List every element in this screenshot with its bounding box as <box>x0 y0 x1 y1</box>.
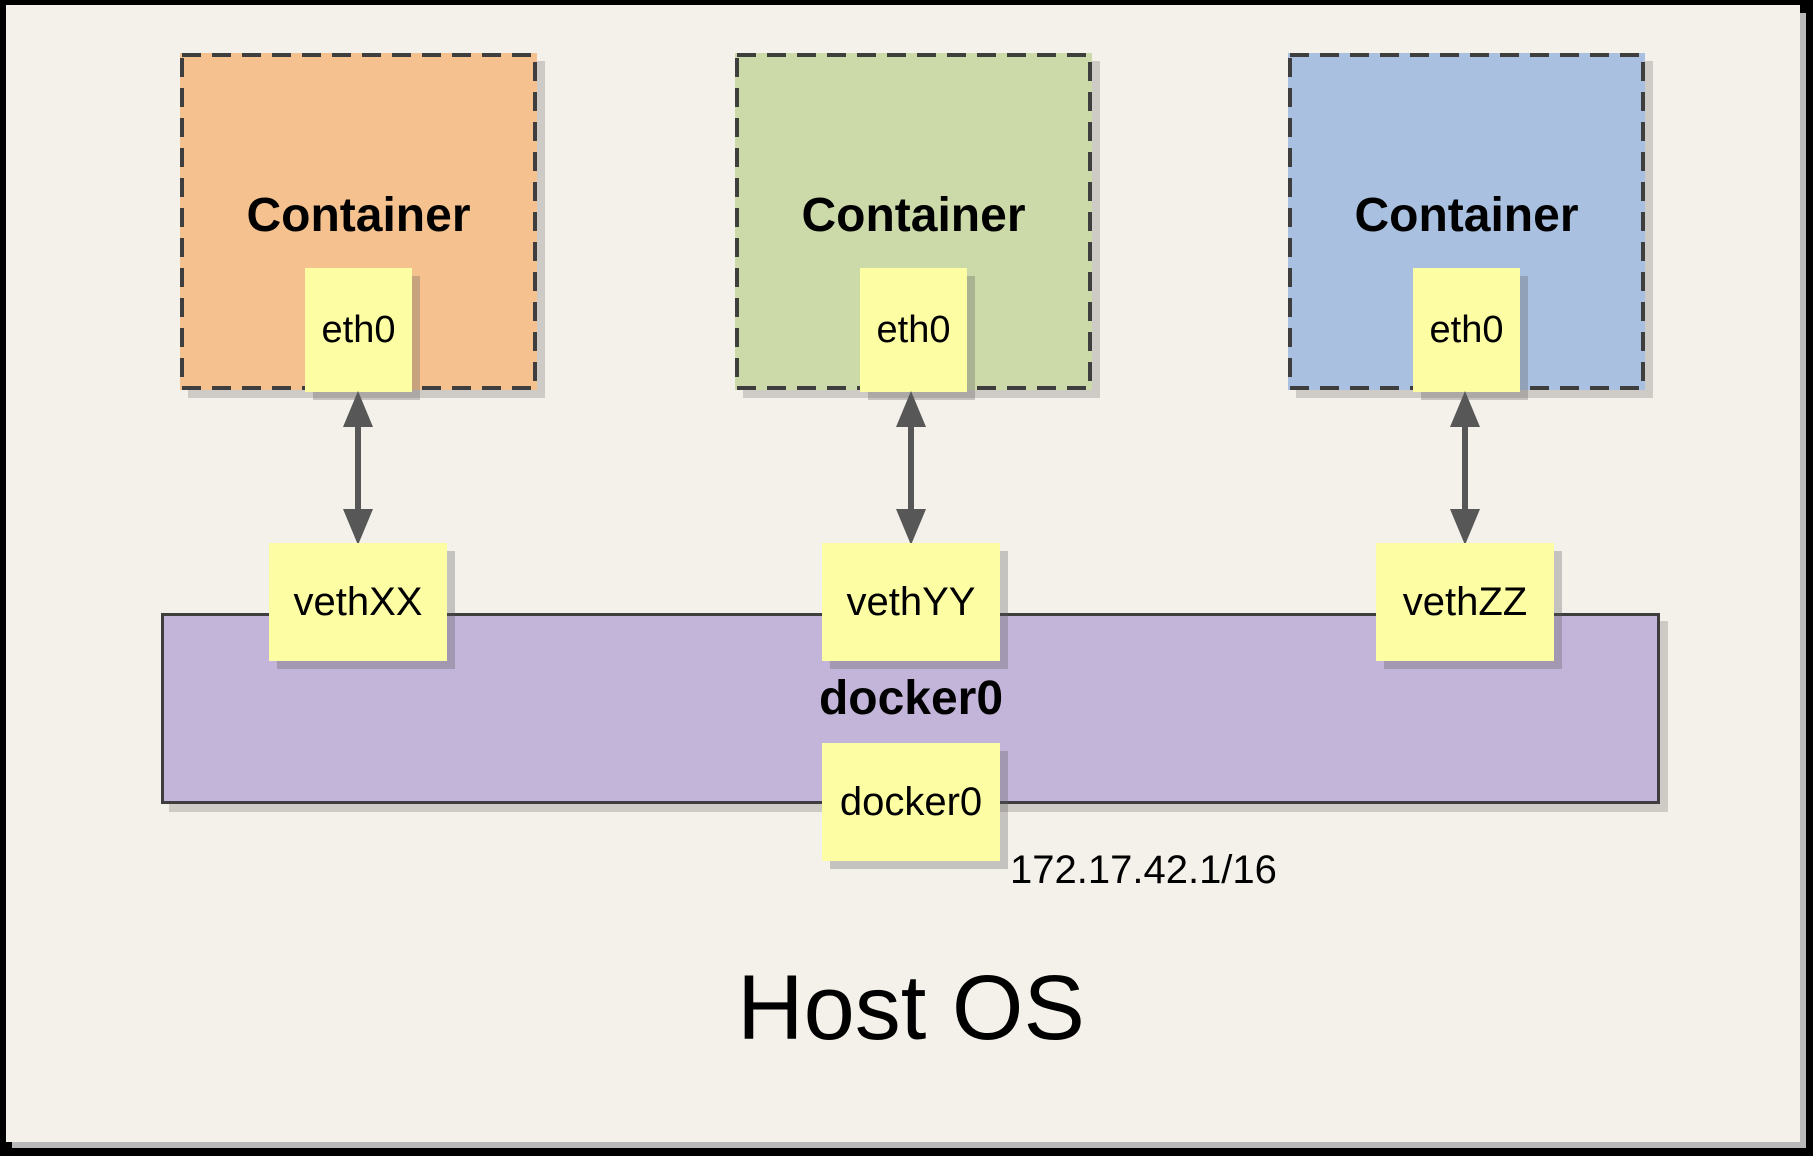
vethZZ-label: vethZZ <box>1402 579 1528 624</box>
bridge-ip-address: 172.17.42.1/16 <box>1010 848 1277 892</box>
double-arrow-icon <box>896 391 926 545</box>
vethZZ-note: vethZZ <box>1376 543 1554 661</box>
eth0-interface-note: eth0 <box>1413 268 1520 392</box>
container-title: Container <box>1354 189 1579 242</box>
dashed-border <box>1288 53 1645 390</box>
container-box-3: Container eth0 <box>1288 53 1645 392</box>
vethXX-label: vethXX <box>293 579 423 624</box>
double-arrow-icon <box>343 391 373 545</box>
vethYY-label: vethYY <box>846 579 976 624</box>
eth0-interface-note: eth0 <box>860 268 967 392</box>
vethYY-note: vethYY <box>822 543 1000 661</box>
eth0-label: eth0 <box>876 308 951 351</box>
docker0-interface-note: docker0 <box>822 743 1000 861</box>
container-title: Container <box>246 189 471 242</box>
eth0-interface-note: eth0 <box>305 268 412 392</box>
page-canvas: Container eth0 Container eth0 Container … <box>6 5 1800 1142</box>
eth0-label: eth0 <box>321 308 396 351</box>
vethXX-note: vethXX <box>269 543 447 661</box>
docker0-bridge-label: docker0 <box>818 672 1004 725</box>
container-title: Container <box>801 189 1026 242</box>
docker0-interface-label: docker0 <box>839 779 983 824</box>
container-box-2: Container eth0 <box>735 53 1092 392</box>
container-box-1: Container eth0 <box>180 53 537 392</box>
host-os-label: Host OS <box>737 957 1085 1059</box>
dashed-border <box>735 53 1092 390</box>
dashed-border <box>180 53 537 390</box>
double-arrow-icon <box>1450 391 1480 545</box>
eth0-label: eth0 <box>1429 308 1504 351</box>
